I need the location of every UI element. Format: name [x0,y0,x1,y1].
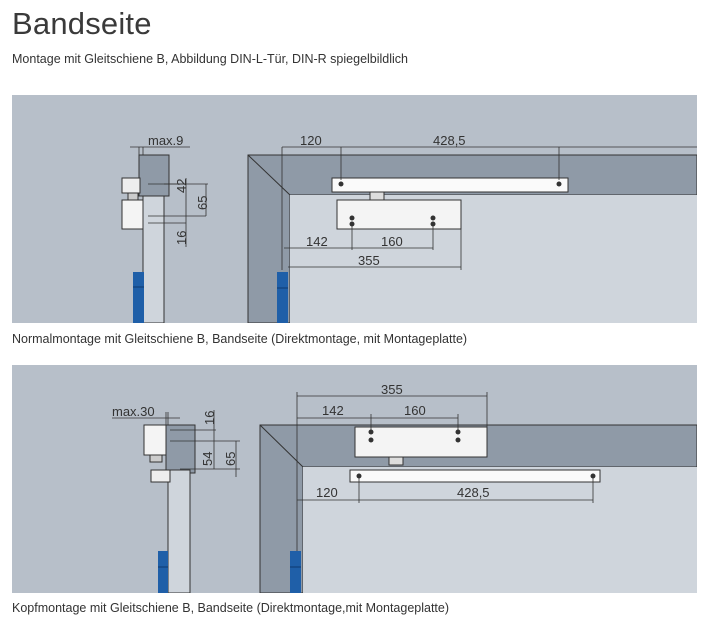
figure-caption: Normalmontage mit Gleitschiene B, Bandse… [12,332,468,346]
hinge [277,272,288,323]
dim-160: 160 [381,234,403,249]
dim-120: 120 [300,133,322,148]
dim-max: max.30 [112,404,155,419]
dim-42: 42 [174,179,189,193]
dim-16: 16 [174,231,189,245]
dim-160: 160 [404,403,426,418]
dim-355: 355 [381,382,403,397]
dim-max: max.9 [148,133,183,148]
door-closer [336,199,462,230]
hinge [290,551,301,593]
figure-kopfmontage: max.30 16 54 65 355 142 160 120 428,5 [12,365,697,593]
side-hinge [158,551,168,593]
side-door-leaf [167,469,191,593]
dim-142: 142 [322,403,344,418]
side-door-leaf [142,195,165,323]
dim-428: 428,5 [457,485,490,500]
dim-16: 16 [202,411,217,425]
dim-428: 428,5 [433,133,466,148]
figure-caption: Kopfmontage mit Gleitschiene B, Bandseit… [12,601,450,615]
side-frame-block [138,154,170,197]
dim-142: 142 [306,234,328,249]
page-subtitle: Montage mit Gleitschiene B, Abbildung DI… [12,52,409,66]
dim-355: 355 [358,253,380,268]
dim-65: 65 [195,196,210,210]
slide-rail [349,469,601,483]
side-frame-block [165,424,196,474]
dim-120: 120 [316,485,338,500]
side-closer [121,199,144,230]
side-hinge [133,272,144,323]
side-closer [143,424,167,456]
side-rail-head [121,177,141,194]
door-leaf [303,467,697,593]
dim-65: 65 [223,452,238,466]
page-title: Bandseite [12,6,152,41]
slide-rail [331,177,569,193]
door-closer [354,426,488,458]
figure-normalmontage: max.9 42 65 16 120 428,5 142 160 355 [12,95,697,323]
side-rail-head [150,469,171,483]
dim-54: 54 [200,452,215,466]
